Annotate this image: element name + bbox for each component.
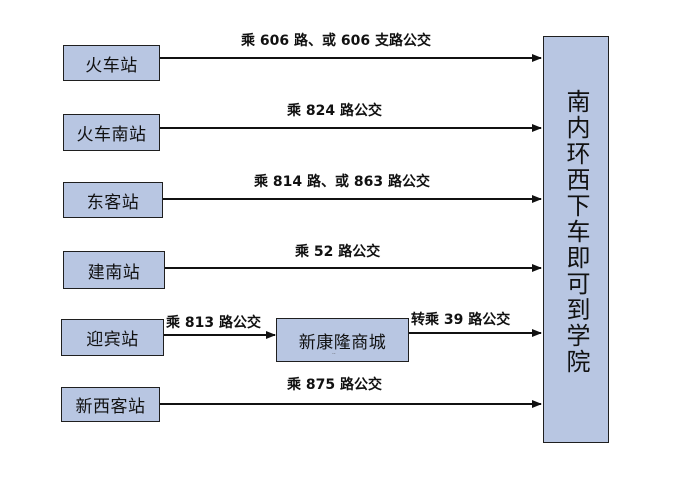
transfer-box-artifact: ··	[332, 351, 336, 358]
source-box-5: 迎宾站	[61, 319, 164, 356]
route-label-6: 乘 875 路公交	[287, 377, 382, 393]
source-name-2: 火车南站	[76, 125, 147, 145]
source-box-1: 火车站	[63, 45, 160, 81]
source-box-4: 建南站	[63, 251, 165, 289]
source-name-6: 新西客站	[75, 397, 146, 417]
destination-text: 南内环西下车即可到学院	[562, 89, 590, 375]
transfer-box: 新康隆商城	[276, 318, 409, 362]
route-label-3: 乘 814 路、或 863 路公交	[254, 174, 430, 190]
source-box-2: 火车南站	[63, 114, 160, 151]
transfer-name: 新康隆商城	[298, 332, 387, 353]
route-label-4: 乘 52 路公交	[295, 244, 381, 260]
route-label-2: 乘 824 路公交	[287, 103, 382, 119]
route-label-5: 乘 813 路公交	[166, 315, 261, 331]
source-box-3: 东客站	[63, 182, 163, 218]
source-name-3: 东客站	[86, 192, 140, 213]
transfer-route-label: 转乘 39 路公交	[411, 312, 511, 328]
source-box-6: 新西客站	[61, 387, 160, 422]
source-name-1: 火车站	[85, 55, 138, 76]
source-name-4: 建南站	[87, 262, 141, 283]
destination-box: 南内环西下车即可到学院	[543, 36, 609, 443]
source-name-5: 迎宾站	[86, 330, 139, 350]
route-label-1: 乘 606 路、或 606 支路公交	[241, 33, 431, 49]
